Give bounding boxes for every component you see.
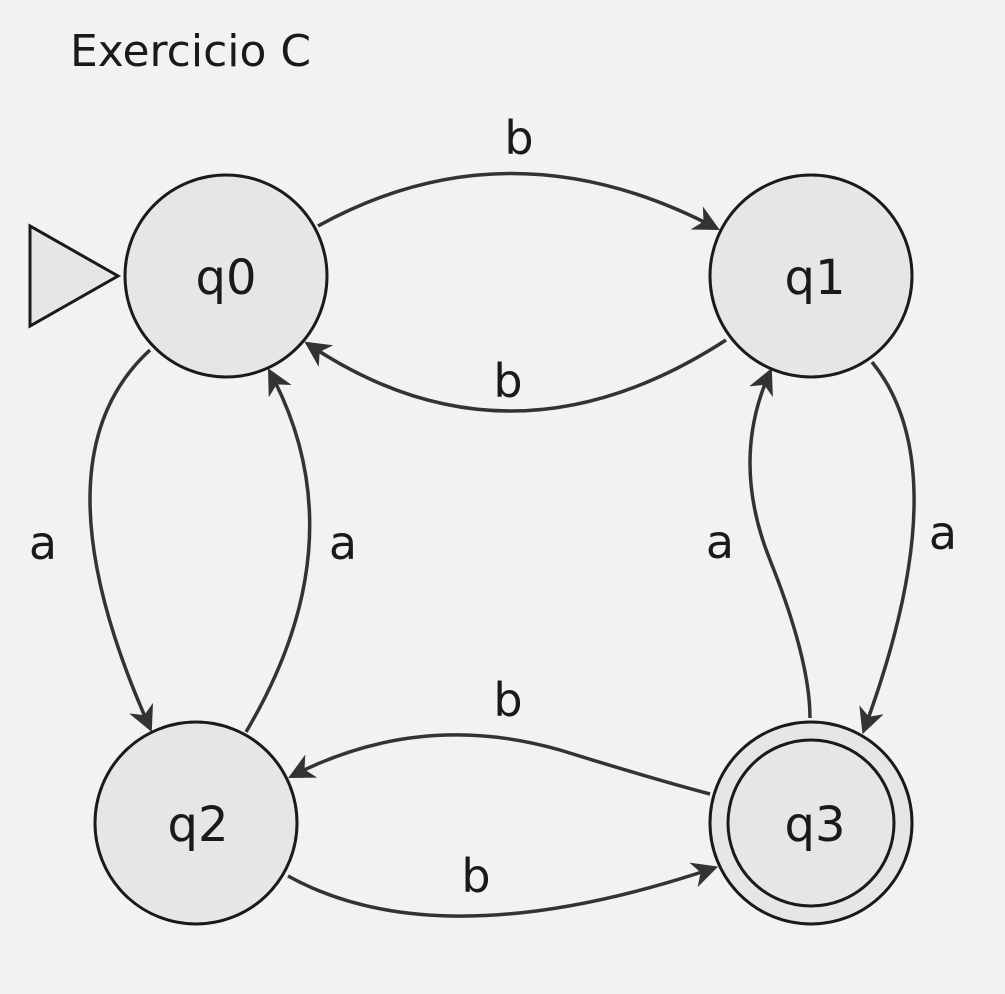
edge-q2-q3 — [287, 862, 719, 918]
edge-label-q2-q0: a — [329, 516, 357, 570]
edge-label-q1-q3: a — [929, 506, 957, 560]
edge-q3-q2 — [288, 733, 711, 796]
edge-label-q3-q2: b — [493, 673, 522, 727]
edge-label-q3-q1: a — [706, 515, 734, 569]
state-q0: q0 — [123, 173, 329, 379]
state-q3-outer-circle — [708, 720, 914, 926]
state-q3-accepting-ring — [726, 738, 896, 908]
state-q0-circle — [123, 173, 329, 379]
state-q1: q1 — [708, 173, 914, 379]
state-q2: q2 — [93, 720, 299, 926]
edge-q0-q1 — [317, 171, 720, 231]
edge-q1-q3 — [859, 360, 916, 735]
state-q2-circle — [93, 720, 299, 926]
state-q2-label: q2 — [167, 797, 228, 853]
edge-label-q1-q0: b — [493, 354, 522, 408]
edge-q3-q1 — [748, 368, 812, 719]
edge-label-q0-q1: b — [504, 111, 533, 165]
state-q3: q3 — [708, 720, 914, 926]
state-q1-label: q1 — [784, 250, 845, 306]
edge-q0-q2 — [88, 348, 154, 732]
edge-label-q2-q3: b — [461, 849, 490, 903]
state-q3-label: q3 — [784, 797, 845, 853]
edge-label-q0-q2: a — [29, 516, 57, 570]
state-q1-circle — [708, 173, 914, 379]
edge-q2-q0 — [244, 368, 312, 733]
state-q0-label: q0 — [195, 250, 256, 306]
edge-q1-q0 — [304, 338, 727, 413]
start-arrow-icon — [28, 223, 122, 329]
diagram-title: Exercicio C — [70, 26, 311, 77]
